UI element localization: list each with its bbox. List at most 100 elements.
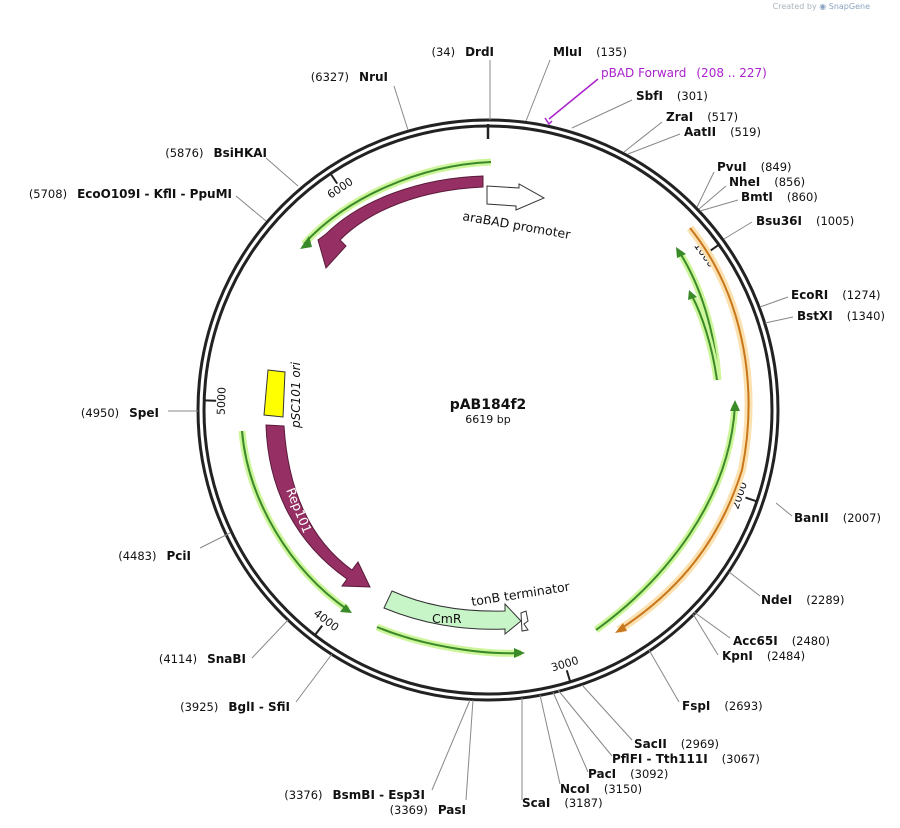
restriction-site-label: SacII (2969) xyxy=(634,737,719,751)
site-name: AatII xyxy=(684,125,716,139)
site-position: (3925) xyxy=(180,700,218,714)
site-leader xyxy=(692,613,719,656)
site-labels: (34) DrdI MluI (135) SbfI (301) ZraI(517)AatII… xyxy=(29,45,885,817)
site-leader xyxy=(759,296,789,308)
site-leader xyxy=(393,85,409,131)
site-leader xyxy=(431,699,471,791)
site-leader xyxy=(698,185,727,210)
site-leader xyxy=(775,502,793,517)
tick-mark xyxy=(314,625,324,636)
site-name: BmtI xyxy=(741,190,773,204)
site-name: SpeI xyxy=(129,406,159,420)
site-position: (4483) xyxy=(118,549,156,563)
plasmid-name: pAB184f2 xyxy=(450,397,527,413)
site-leader xyxy=(581,684,633,741)
site-name: BsiHKAI xyxy=(214,146,268,160)
tick-mark xyxy=(745,496,758,503)
restriction-site-label: NdeI(2289) xyxy=(761,593,845,607)
restriction-site-label: BstXI(1340) xyxy=(797,309,885,323)
site-position: (135) xyxy=(596,45,627,59)
restriction-site-label: NcoI (3150) xyxy=(560,782,642,796)
site-position: (1274) xyxy=(842,288,880,302)
site-name: NcoI xyxy=(560,782,590,796)
site-position: (1340) xyxy=(847,309,885,323)
site-leader xyxy=(265,157,299,187)
terminator-label: tonB terminator xyxy=(470,578,571,609)
site-position: (34) xyxy=(431,45,455,59)
restriction-site-label: (3369)PasI xyxy=(390,803,466,817)
site-leader xyxy=(627,133,681,155)
restriction-site-label: AatII (519) xyxy=(684,125,761,139)
site-position: (860) xyxy=(787,190,818,204)
site-name: Acc65I xyxy=(733,634,778,648)
snapgene-credit: Created by ◉ SnapGene xyxy=(772,2,870,11)
restriction-site-label: (4114) SnaBI xyxy=(159,652,246,666)
backbone-outer xyxy=(196,118,780,702)
site-position: (5708) xyxy=(29,187,67,201)
restriction-site-label: MluI (135) xyxy=(553,45,627,59)
site-position: (2289) xyxy=(806,593,844,607)
site-position: (3092) xyxy=(630,767,668,781)
site-leader xyxy=(199,532,231,549)
snapgene-logo-icon: ◉ SnapGene xyxy=(819,2,870,11)
site-leader xyxy=(696,171,715,208)
plasmid-length: 6619 bp xyxy=(465,413,510,426)
site-position: (4114) xyxy=(159,652,197,666)
tonb-terminator-icon xyxy=(520,610,529,632)
site-leader xyxy=(648,649,680,703)
arac-feature xyxy=(317,175,484,270)
arabad-promoter-feature xyxy=(486,183,546,211)
restriction-site-label: SbfI (301) xyxy=(636,89,708,103)
site-name: NheI xyxy=(729,175,760,189)
site-position: (856) xyxy=(774,175,805,189)
site-name: BanII xyxy=(794,511,829,525)
restriction-site-label: NheI (856) xyxy=(729,175,805,189)
restriction-site-label: PacI (3092) xyxy=(588,767,668,781)
site-name: ZraI xyxy=(666,110,693,124)
restriction-site-label: (34) DrdI xyxy=(431,45,494,59)
site-position: (5876) xyxy=(165,146,203,160)
site-leader xyxy=(723,221,753,240)
site-position: (301) xyxy=(677,89,708,103)
rep101-feature xyxy=(265,424,371,588)
restriction-site-label: ScaI(3187) xyxy=(522,796,603,810)
tick-mark xyxy=(329,173,339,185)
restriction-site-label: EcoRI(1274) xyxy=(791,288,881,302)
restriction-site-label: (4950)SpeI xyxy=(81,406,159,420)
site-position: (3067) xyxy=(722,752,760,766)
site-position: (3376) xyxy=(284,788,322,802)
restriction-site-label: ZraI(517) xyxy=(666,110,738,124)
site-name: NruI xyxy=(359,70,388,84)
site-name: BglI - SfiI xyxy=(228,700,290,714)
site-name: SacII xyxy=(634,737,667,751)
tick-label: 5000 xyxy=(215,387,229,415)
site-name: PacI xyxy=(588,767,616,781)
site-position: (519) xyxy=(730,125,761,139)
site-leader xyxy=(295,653,333,703)
restriction-site-label: (3376)BsmBI - Esp3I xyxy=(284,788,425,802)
site-position: (2969) xyxy=(681,737,719,751)
site-name: SnaBI xyxy=(207,652,246,666)
tick-label: 3000 xyxy=(550,654,581,675)
cmr-label: CmR xyxy=(432,611,462,626)
restriction-site-label: (6327)NruI xyxy=(311,70,388,84)
restriction-site-label: PflFI - Tth111I (3067) xyxy=(612,752,760,766)
site-position: (3150) xyxy=(604,782,642,796)
orange-feature xyxy=(615,225,753,634)
site-name: PflFI - Tth111I xyxy=(612,752,708,766)
site-name: DrdI xyxy=(465,45,494,59)
site-name: SbfI xyxy=(636,89,663,103)
restriction-site-label: (5876) BsiHKAI xyxy=(165,146,267,160)
site-name: PasI xyxy=(438,803,466,817)
site-leader-lines xyxy=(168,59,794,801)
restriction-site-label: BmtI (860) xyxy=(741,190,818,204)
site-leader xyxy=(571,99,633,129)
site-leader xyxy=(699,199,739,212)
site-leader xyxy=(728,571,761,597)
restriction-site-label: FspI(2693) xyxy=(682,699,763,713)
restriction-site-label: KpnI(2484) xyxy=(722,649,805,663)
green-arrows xyxy=(238,158,740,658)
promoter-label: araBAD promoter xyxy=(461,208,572,242)
site-name: MluI xyxy=(553,45,582,59)
